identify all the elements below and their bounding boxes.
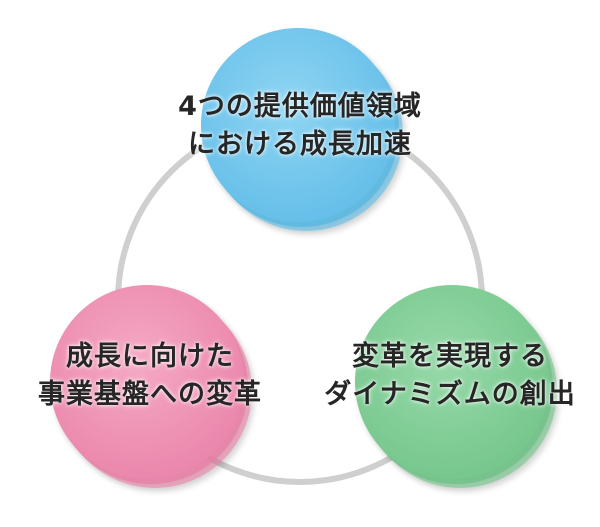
- node-left-label-line-2: 事業基盤への変革: [38, 379, 262, 410]
- node-top-label-line-1: 4つの提供価値領域: [178, 91, 422, 122]
- node-top-label-line-2: における成長加速: [188, 129, 412, 160]
- node-right-circle: [355, 285, 557, 488]
- node-left-circle: [50, 285, 252, 488]
- node-right-label-line-1: 変革を実現する: [352, 341, 548, 372]
- node-left-label: 成長に向けた 事業基盤への変革: [0, 338, 300, 414]
- node-right-label: 変革を実現する ダイナミズムの創出: [300, 338, 600, 414]
- node-top-circle: [201, 28, 403, 231]
- node-top-label: 4つの提供価値領域 における成長加速: [100, 88, 500, 164]
- node-right-label-line-2: ダイナミズムの創出: [324, 379, 576, 410]
- node-left-label-line-1: 成長に向けた: [66, 341, 234, 372]
